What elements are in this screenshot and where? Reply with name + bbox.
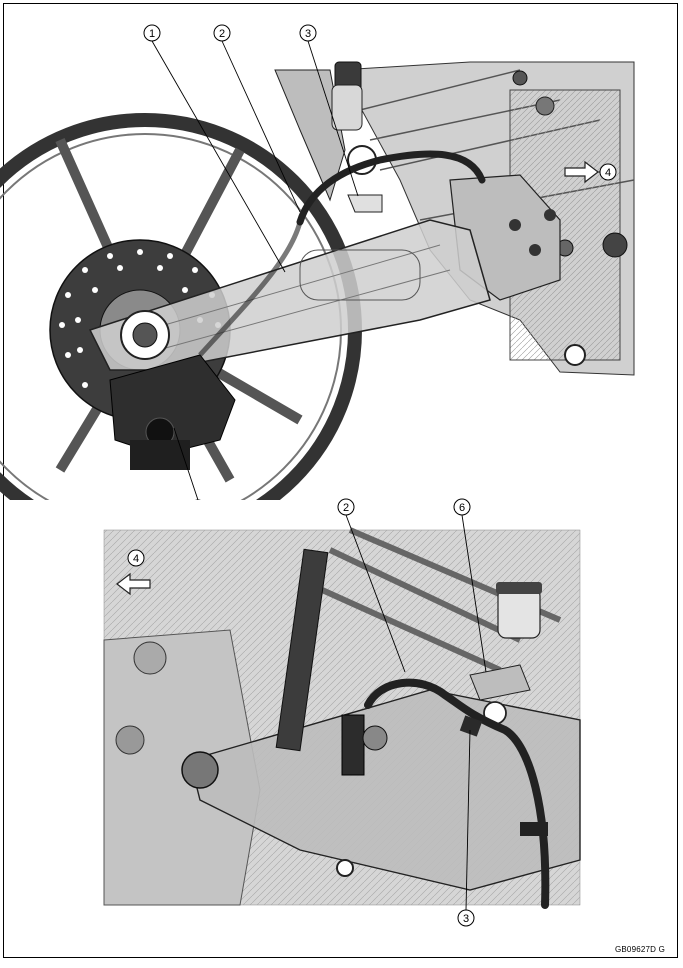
svg-text:3: 3 <box>305 28 311 40</box>
front-direction-arrow-bottom <box>116 572 151 596</box>
callout-4: 4 <box>599 163 617 181</box>
svg-text:1: 1 <box>149 28 155 40</box>
svg-text:6: 6 <box>459 502 465 514</box>
callout-4-bottom: 4 <box>127 549 145 567</box>
bottom-illustration: 2 6 4 3 <box>103 498 581 927</box>
brake-hose-bottom <box>364 678 550 909</box>
swingarm <box>88 219 491 371</box>
callout-1: 1 <box>143 24 161 42</box>
brake-caliper <box>109 354 236 470</box>
front-direction-arrow <box>564 160 599 184</box>
callout-3: 3 <box>299 24 317 42</box>
callout-3-bottom: 3 <box>457 909 475 927</box>
figure-code: GB09627D G <box>614 945 665 954</box>
callout-2-bottom: 2 <box>337 498 355 516</box>
callout-6: 6 <box>453 498 471 516</box>
top-illustration: 1 2 3 4 5 <box>0 24 635 500</box>
svg-text:3: 3 <box>463 913 469 925</box>
brake-hose <box>198 150 486 357</box>
svg-text:4: 4 <box>605 167 611 179</box>
callout-2: 2 <box>213 24 231 42</box>
svg-text:2: 2 <box>219 28 225 40</box>
frame-body <box>339 61 635 376</box>
svg-text:2: 2 <box>343 502 349 514</box>
svg-text:4: 4 <box>133 553 139 565</box>
